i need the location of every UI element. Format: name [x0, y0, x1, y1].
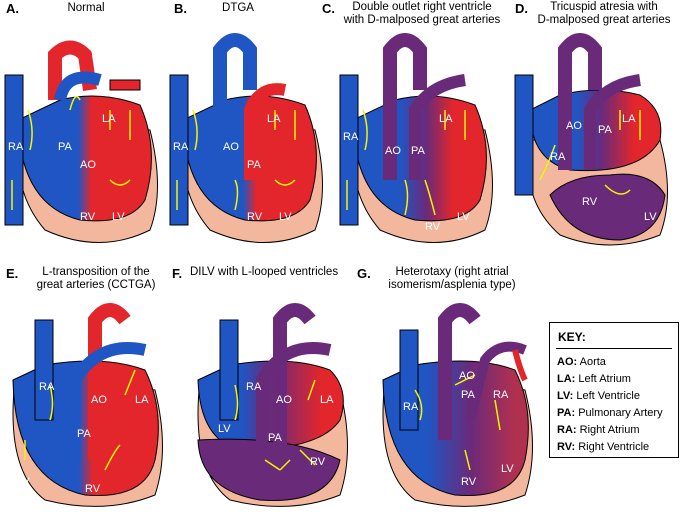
label-rv: RV — [461, 476, 477, 488]
label-ao: AO — [223, 141, 239, 153]
label-lv: LV — [279, 211, 292, 223]
label-pa: PA — [58, 141, 73, 153]
panel-letter: G. — [357, 266, 371, 281]
key-abbr: AO: — [557, 356, 578, 368]
panel-title-line: Heterotaxy (right atrial — [395, 266, 509, 278]
key-text: Aorta — [579, 356, 606, 368]
label-rv: RV — [85, 483, 101, 495]
key-abbr: LA: — [557, 373, 576, 385]
panel-letter: B. — [174, 1, 187, 16]
panel-title-line: Tricuspid atresia with — [550, 1, 658, 13]
key-text: Left Atrium — [578, 373, 631, 385]
heart-diagram-dorv: RA AO PA LA RV LV — [339, 33, 493, 243]
panel-title-line: Normal — [67, 2, 105, 14]
label-pa: PA — [247, 159, 262, 171]
label-la: LA — [267, 113, 281, 125]
label-pa: PA — [461, 389, 476, 401]
label-ra: RA — [403, 401, 419, 413]
key-divider — [556, 348, 672, 349]
label-pa: PA — [268, 432, 283, 444]
label-lv: LV — [457, 211, 470, 223]
label-rv: RV — [425, 221, 441, 233]
panel-letter: A. — [6, 1, 19, 16]
key-entry: RA: Right Atrium — [557, 424, 640, 436]
label-ra: RA — [246, 381, 262, 393]
panel-title-line: Double outlet right ventricle — [352, 1, 492, 13]
key-title: KEY: — [558, 330, 586, 344]
panel-title-line: L-transposition of the — [42, 266, 150, 278]
panel-title: Tricuspid atresia with D-malposed great … — [524, 1, 684, 27]
key-abbr: RV: — [557, 441, 576, 453]
heart-diagram-cctga: RA AO LA PA LV RV — [12, 303, 163, 507]
label-lv: LV — [644, 211, 657, 223]
panel-letter: E. — [6, 266, 19, 281]
label-la: LA — [320, 394, 334, 406]
panel-title: L-transposition of the great arteries (C… — [26, 266, 166, 292]
key-abbr: PA: — [557, 407, 576, 419]
panel-title: DILV with L-looped ventricles — [190, 266, 360, 279]
label-ra-right: RA — [493, 389, 509, 401]
key-abbr: LV: — [557, 390, 574, 402]
label-lv: LV — [218, 423, 231, 435]
panel-title: Normal — [56, 2, 116, 15]
heart-diagram-dilv: RA AO PA LA LV RV — [197, 303, 348, 507]
label-rv: RV — [80, 211, 96, 223]
label-la: LA — [102, 113, 116, 125]
label-la: LA — [135, 394, 149, 406]
heart-diagram-heterotaxy: AO PA RA RA RV LV — [382, 303, 533, 507]
heart-diagram-normal: RA PA LA AO RV LV — [4, 40, 158, 243]
panel-title: Heterotaxy (right atrial isomerism/asple… — [372, 266, 532, 292]
label-lv: LV — [501, 463, 514, 475]
panel-title-line: great arteries (CCTGA) — [36, 279, 156, 291]
panel-title: DTGA — [208, 2, 268, 15]
label-ao: AO — [80, 159, 96, 171]
label-ao: AO — [276, 394, 292, 406]
label-ra: RA — [39, 381, 55, 393]
key-text: Right Atrium — [579, 424, 640, 436]
panel-title-line: DTGA — [222, 2, 254, 14]
key-entry: PA: Pulmonary Artery — [557, 407, 663, 419]
label-la: LA — [622, 113, 636, 125]
key-legend: KEY: AO: Aorta LA: Left Atrium LV: Left … — [549, 322, 679, 458]
label-pa: PA — [77, 428, 92, 440]
label-pa: PA — [598, 124, 613, 136]
label-ao: AO — [385, 145, 401, 157]
key-abbr: RA: — [557, 424, 577, 436]
panel-letter: F. — [172, 266, 183, 281]
label-rv: RV — [247, 211, 263, 223]
label-rv: RV — [582, 196, 598, 208]
heart-diagram-tricuspid-atresia: AO PA LA RA RV LV — [514, 33, 668, 246]
label-la: LA — [439, 113, 453, 125]
label-ao: AO — [459, 370, 475, 382]
label-rv: RV — [310, 456, 326, 468]
key-text: Pulmonary Artery — [578, 407, 663, 419]
label-pa: PA — [411, 145, 426, 157]
key-entry: AO: Aorta — [557, 356, 606, 368]
label-ra: RA — [173, 141, 189, 153]
panel-title-line: D-malposed great arteries — [537, 14, 671, 26]
key-entry: LV: Left Ventricle — [557, 390, 640, 402]
panel-title-line: isomerism/asplenia type) — [388, 279, 516, 291]
panel-letter: C. — [322, 1, 335, 16]
label-ao: AO — [566, 120, 582, 132]
label-ra: RA — [550, 151, 566, 163]
panel-title: Double outlet right ventricle with D-mal… — [336, 1, 508, 27]
label-lv: LV — [17, 476, 30, 488]
panel-title-line: with D-malposed great arteries — [343, 14, 501, 26]
key-text: Left Ventricle — [576, 390, 640, 402]
label-ra: RA — [8, 141, 24, 153]
panel-title-line: DILV with L-looped ventricles — [190, 266, 339, 278]
heart-diagram-dtga: RA AO LA PA RV LV — [169, 33, 323, 243]
key-entry: LA: Left Atrium — [557, 373, 631, 385]
label-lv: LV — [112, 211, 125, 223]
key-entry: RV: Right Ventricle — [557, 441, 649, 453]
key-text: Right Ventricle — [578, 441, 650, 453]
panel-letter: D. — [515, 1, 528, 16]
label-ra: RA — [343, 131, 359, 143]
label-ao: AO — [91, 394, 107, 406]
